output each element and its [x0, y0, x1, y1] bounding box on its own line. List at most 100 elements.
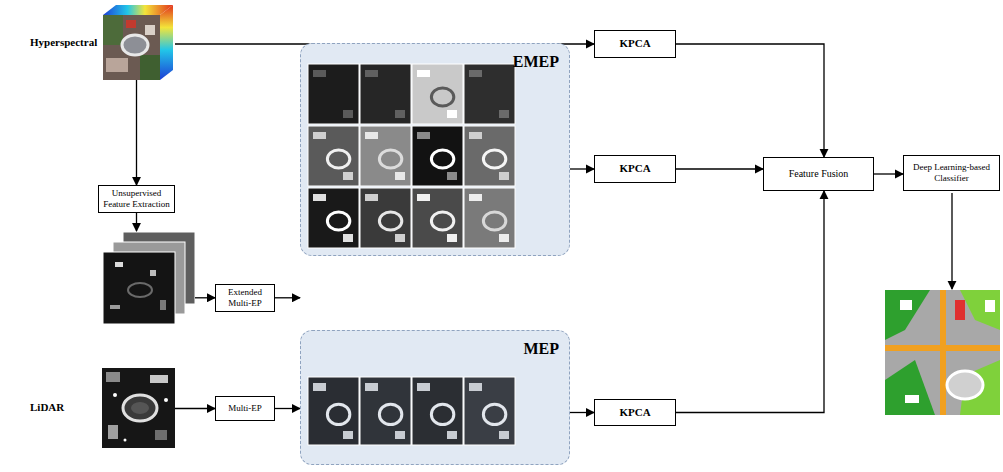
box-label: Deep Learning-based Classifier	[908, 162, 995, 184]
illustration-part	[360, 64, 411, 124]
flow-arrow	[275, 297, 300, 298]
illustration-part	[940, 290, 946, 415]
flow-arrow	[136, 80, 137, 185]
output-arrow	[951, 193, 952, 289]
illustration-part	[106, 372, 120, 382]
illustration-part	[885, 290, 930, 340]
illustration-part	[150, 270, 156, 276]
illustration-part	[499, 431, 509, 439]
illustration-part	[313, 70, 326, 77]
process-box: Extended Multi-EP	[215, 284, 275, 312]
illustration-part	[113, 393, 117, 397]
illustration-part	[885, 290, 1000, 415]
process-box: Feature Fusion	[763, 157, 874, 191]
illustration-part	[431, 404, 453, 424]
illustration-part	[431, 150, 453, 168]
illustration-part	[379, 150, 401, 168]
illustration-part	[108, 425, 118, 439]
illustration-part	[499, 234, 509, 242]
illustration-part	[365, 383, 378, 391]
profile-band: MEP	[300, 330, 570, 465]
illustration-part	[395, 234, 405, 242]
flow-arrow-segment	[570, 412, 594, 413]
illustration-part	[431, 212, 453, 230]
illustration-part	[395, 110, 405, 118]
illustration-part	[131, 402, 149, 414]
illustration-part	[412, 126, 463, 186]
illustration-part	[499, 172, 509, 180]
process-box: KPCA	[594, 155, 676, 183]
illustration-part	[308, 126, 359, 186]
illustration-part	[464, 126, 515, 186]
illustration-part	[412, 64, 463, 124]
illustration-part	[343, 172, 353, 180]
flow-arrow-segment	[275, 408, 300, 409]
illustration-part	[431, 88, 453, 106]
illustration-part	[483, 404, 505, 424]
box-label: KPCA	[619, 162, 650, 175]
illustration-part	[308, 64, 359, 124]
illustration-part	[412, 188, 463, 248]
illustration-part	[960, 290, 1000, 330]
profile-band: EMEP	[300, 43, 570, 256]
flow-arrow	[570, 412, 594, 413]
illustration-part	[955, 300, 965, 320]
flow-arrow	[676, 191, 824, 413]
box-label: Feature Fusion	[789, 168, 849, 180]
illustration-part	[327, 404, 349, 424]
illustration-part	[360, 126, 411, 186]
illustration-part	[447, 234, 457, 242]
box-label: Extended Multi-EP	[220, 287, 270, 309]
process-box: KPCA	[594, 399, 676, 426]
flow-arrow-segment	[676, 44, 824, 157]
illustration-part	[417, 70, 430, 77]
illustration-part	[885, 360, 935, 415]
illustration-part	[483, 150, 505, 168]
flow-arrow-segment	[136, 213, 137, 231]
illustration-part	[395, 172, 405, 180]
illustration-part	[360, 377, 411, 445]
classification-map	[885, 290, 1000, 415]
illustration-part	[447, 110, 457, 118]
image-label: LiDAR	[25, 368, 175, 448]
illustration-part	[103, 15, 160, 80]
illustration-part	[123, 395, 157, 421]
illustration-part	[469, 132, 482, 139]
illustration-part	[124, 439, 127, 442]
illustration-part	[379, 404, 401, 424]
illustration-part	[900, 300, 912, 310]
flow-arrow	[676, 44, 824, 157]
illustration-part	[160, 300, 166, 310]
band-title: MEP	[523, 339, 559, 358]
process-box: Unsupervised Feature Extraction	[98, 185, 175, 213]
illustration-part	[412, 377, 463, 445]
illustration-part	[313, 132, 326, 139]
process-box: KPCA	[594, 30, 676, 58]
illustration-part	[360, 188, 411, 248]
flow-arrow	[570, 169, 594, 170]
illustration-part	[447, 431, 457, 439]
image-name: LiDAR	[30, 401, 64, 414]
illustration-part	[160, 5, 173, 80]
illustration-part	[365, 132, 378, 139]
illustration-part	[417, 383, 430, 391]
illustration-part	[115, 262, 123, 267]
illustration-part	[379, 212, 401, 230]
illustration-part	[947, 371, 983, 399]
flow-arrow-segment	[175, 408, 215, 409]
flow-arrow-segment	[136, 80, 137, 185]
illustration-part	[327, 150, 349, 168]
illustration-part	[128, 283, 152, 297]
illustration-part	[140, 55, 160, 80]
lidar-image	[102, 368, 175, 448]
flow-arrow	[275, 408, 300, 409]
flow-arrow-segment	[676, 168, 763, 169]
illustration-part	[464, 64, 515, 124]
box-label: Unsupervised Feature Extraction	[103, 188, 170, 210]
process-box: Multi-EP	[215, 396, 275, 421]
illustration-part	[103, 252, 175, 324]
illustration-part	[365, 70, 378, 77]
flow-arrow	[137, 213, 216, 298]
illustration-part	[343, 431, 353, 439]
